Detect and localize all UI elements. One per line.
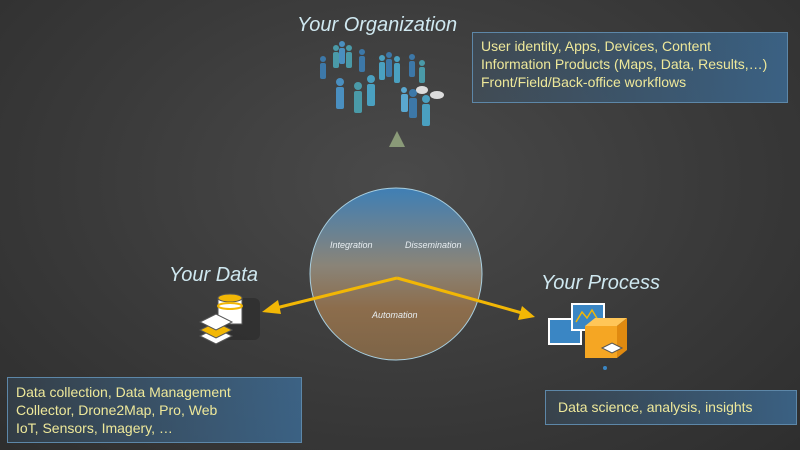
data-line: Data collection, Data Management — [16, 384, 231, 400]
organization-title: Your Organization — [297, 14, 458, 36]
data-title: Your Data — [169, 264, 258, 286]
process-line: Data science, analysis, insights — [558, 399, 753, 415]
segment-dissemination: Dissemination — [405, 240, 462, 250]
right-arrow — [396, 276, 535, 320]
up-arrow — [389, 131, 405, 278]
segment-integration: Integration — [330, 240, 373, 250]
segment-automation: Automation — [372, 310, 418, 320]
organization-line: Front/Field/Back-office workflows — [481, 74, 687, 90]
data-line: Collector, Drone2Map, Pro, Web — [16, 402, 218, 418]
process-title: Your Process — [541, 272, 660, 294]
organization-info-box: User identity, Apps, Devices, Content In… — [472, 32, 788, 103]
database-layers-icon — [198, 293, 260, 345]
data-line: IoT, Sensors, Imagery, … — [16, 420, 173, 436]
organization-line: Information Products (Maps, Data, Result… — [481, 56, 768, 72]
data-info-box: Data collection, Data Management Collect… — [7, 377, 302, 443]
process-info-box: Data science, analysis, insights — [545, 390, 797, 425]
left-arrow — [262, 276, 398, 314]
analytics-cube-icon — [548, 303, 627, 370]
organization-line: User identity, Apps, Devices, Content — [481, 38, 712, 54]
people-icon — [320, 41, 444, 126]
